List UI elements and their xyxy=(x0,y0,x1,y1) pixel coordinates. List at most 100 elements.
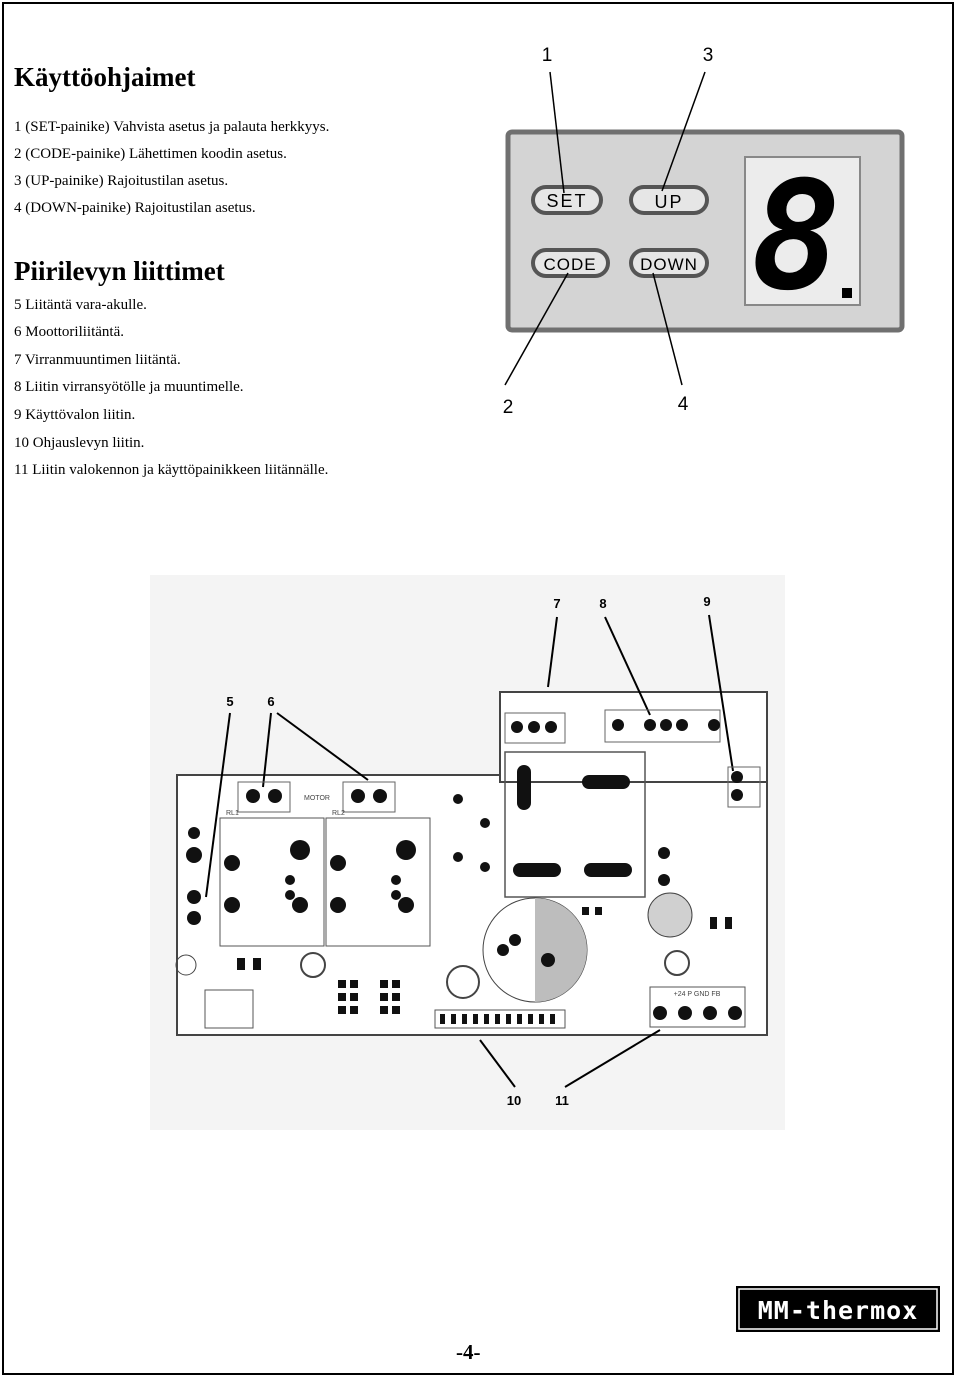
pin xyxy=(731,789,743,801)
callout-3: 3 xyxy=(703,45,714,66)
tall-cap-pin xyxy=(658,874,670,886)
header-pin xyxy=(480,862,490,872)
relay-pin xyxy=(224,897,240,913)
circuit-board-diagram: 7 8 9 5 6 10 11 MOTOR RL1 RL2 xyxy=(150,575,785,1130)
callout-8: 8 xyxy=(599,596,606,611)
transformer xyxy=(504,751,646,898)
leader-line-3 xyxy=(661,71,706,192)
connector-9-block xyxy=(727,766,761,808)
relay-pin xyxy=(396,840,416,860)
connector-item-8: 8 Liitin virransyötölle ja muuntimelle. xyxy=(14,379,244,395)
transformer-lug xyxy=(517,765,531,810)
capacitor-pin xyxy=(497,944,509,956)
leader-line-2 xyxy=(504,272,569,386)
transformer-lug xyxy=(584,863,632,877)
leader-line-11 xyxy=(564,1029,661,1088)
pin xyxy=(246,789,260,803)
terminal-pin xyxy=(678,1006,692,1020)
leader-line-9 xyxy=(708,614,734,772)
leader-line-6a xyxy=(262,712,272,788)
code-button[interactable] xyxy=(531,248,610,278)
pin xyxy=(511,721,523,733)
callout-2: 2 xyxy=(503,397,514,418)
header-pin xyxy=(453,852,463,862)
relay-2-label: RL2 xyxy=(332,810,345,817)
capacitor-pin xyxy=(541,953,555,967)
leader-line-1 xyxy=(549,71,565,194)
leader-line-6b xyxy=(276,712,369,781)
pin xyxy=(660,719,672,731)
capacitor-shade xyxy=(535,898,587,1002)
regulator xyxy=(204,989,254,1029)
connector-8-block xyxy=(604,709,721,743)
callout-10: 10 xyxy=(507,1093,521,1108)
leader-line-7 xyxy=(547,616,558,688)
terminal-pin xyxy=(728,1006,742,1020)
control-item-down: 4 (DOWN-painike) Rajoitustilan asetus. xyxy=(14,200,256,216)
up-button-label: UP xyxy=(654,192,683,212)
control-item-up: 3 (UP-painike) Rajoitustilan asetus. xyxy=(14,173,229,189)
relay-pin xyxy=(285,875,295,885)
callout-4: 4 xyxy=(678,394,689,415)
controls-heading: Käyttöohjaimet xyxy=(14,62,196,92)
relay-pin xyxy=(330,855,346,871)
terminal-pin xyxy=(703,1006,717,1020)
connector-item-5: 5 Liitäntä vara-akulle. xyxy=(14,297,147,313)
code-button-label: CODE xyxy=(543,255,596,274)
pin xyxy=(373,789,387,803)
relay-1-label: RL1 xyxy=(226,810,239,817)
relay-pin xyxy=(398,897,414,913)
motor-terminal-right xyxy=(342,781,396,813)
relay-pin xyxy=(285,890,295,900)
relay-pin xyxy=(330,897,346,913)
terminal-strip xyxy=(649,986,746,1028)
small-parts xyxy=(237,907,732,1014)
tall-cap-pin xyxy=(658,847,670,859)
relay-2 xyxy=(325,817,431,947)
connector-item-9: 9 Käyttövalon liitin. xyxy=(14,407,136,423)
callout-11: 11 xyxy=(555,1093,569,1108)
up-button[interactable] xyxy=(629,185,709,215)
small-capacitor xyxy=(446,965,480,999)
set-button[interactable] xyxy=(531,185,603,215)
terminal-strip-label: +24 P GND FB xyxy=(674,991,721,998)
brand-logo: MM-thermox xyxy=(736,1286,940,1332)
callout-7: 7 xyxy=(553,596,560,611)
decimal-point xyxy=(842,288,852,298)
battery-pin xyxy=(187,890,201,904)
header-pin xyxy=(453,794,463,804)
relay-pin xyxy=(391,875,401,885)
down-button[interactable] xyxy=(629,248,709,278)
battery-pin xyxy=(175,954,197,976)
ribbon-pins xyxy=(440,1014,555,1024)
small-capacitor xyxy=(664,950,690,976)
relay-pin xyxy=(224,855,240,871)
pin xyxy=(676,719,688,731)
pin xyxy=(545,721,557,733)
connector-item-6: 6 Moottoriliitäntä. xyxy=(14,324,124,340)
pin xyxy=(708,719,720,731)
seven-segment-window xyxy=(744,156,861,306)
control-panel-diagram: 1 3 SET UP CODE DOWN 8 2 4 xyxy=(503,45,905,418)
pin xyxy=(644,719,656,731)
leader-line-4 xyxy=(652,272,683,386)
potentiometer xyxy=(647,892,693,938)
transformer-lug xyxy=(513,863,561,877)
pin xyxy=(612,719,624,731)
page-number: -4- xyxy=(456,1340,481,1364)
connector-item-7: 7 Virranmuuntimen liitäntä. xyxy=(14,352,181,368)
callout-6: 6 xyxy=(267,694,274,709)
relay-pin xyxy=(292,897,308,913)
battery-pin xyxy=(188,827,200,839)
pin xyxy=(351,789,365,803)
callout-5: 5 xyxy=(226,694,233,709)
pin xyxy=(528,721,540,733)
connectors-heading: Piirilevyn liittimet xyxy=(14,256,225,286)
battery-pin xyxy=(187,911,201,925)
connector-7-block xyxy=(504,712,566,744)
ribbon-connector xyxy=(434,1009,566,1029)
transformer-lug xyxy=(582,775,630,789)
pin xyxy=(731,771,743,783)
motor-terminal-left xyxy=(237,781,291,813)
relay-pin xyxy=(391,890,401,900)
